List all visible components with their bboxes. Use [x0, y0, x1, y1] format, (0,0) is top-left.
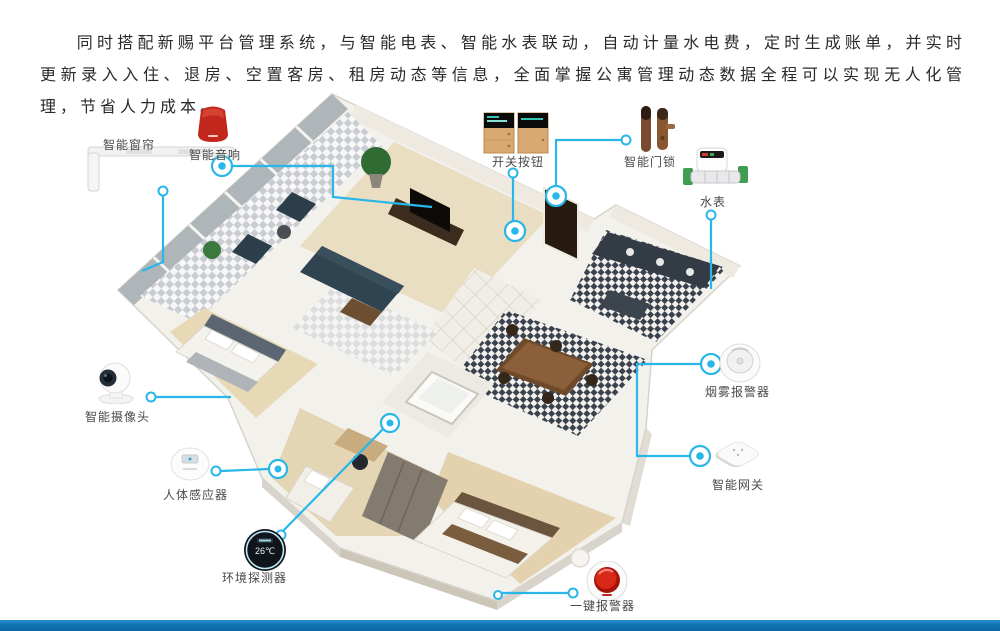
- tv-screen: [410, 188, 450, 232]
- curtain-dot: [157, 185, 169, 197]
- water-meter-icon: [683, 146, 748, 193]
- doorlock-dot: [620, 134, 632, 146]
- body-sensor-icon: [170, 446, 210, 482]
- smart-speaker-icon: [193, 106, 233, 143]
- env-detector-icon: 26℃: [242, 529, 288, 572]
- panic-button-icon: [586, 560, 628, 602]
- plant-icon: [361, 147, 391, 177]
- hallway-floor: [424, 268, 542, 378]
- device-label-watermeter: 水表: [700, 195, 727, 209]
- speaker-line: [233, 164, 433, 209]
- sunroom-floor: [140, 112, 382, 322]
- camera-dot: [145, 391, 157, 403]
- smart-curtain-icon: [86, 145, 236, 193]
- bodysensor-line: [220, 467, 269, 473]
- tv-cabinet: [388, 198, 464, 246]
- wall-band: [349, 105, 594, 232]
- curtain-line: [141, 196, 165, 273]
- alarm-endpoint-dot: [493, 590, 503, 600]
- camera-icon: [92, 361, 140, 405]
- dining-furniture: [496, 324, 598, 404]
- watermeter-dot: [705, 209, 717, 221]
- floor-slab-sides: [262, 428, 652, 610]
- bathroom-tub: [404, 370, 480, 426]
- device-label-curtain: 智能窗帘: [103, 138, 156, 152]
- wardrobe: [362, 452, 448, 544]
- footer-divider-bar: [0, 620, 1000, 631]
- wall-band-kitchen: [609, 205, 740, 278]
- kitchen-furniture: [592, 232, 720, 320]
- bedroom1-bed: [175, 314, 286, 392]
- device-label-smoke: 烟雾报警器: [705, 385, 771, 399]
- plant-icon: [203, 241, 221, 259]
- switch-buttons-icon: [483, 112, 549, 154]
- device-label-doorlock: 智能门锁: [624, 155, 677, 169]
- alarm-dot: [567, 587, 579, 599]
- device-label-envdetector: 环境探测器: [222, 571, 288, 585]
- sunroom-furniture: [203, 147, 391, 264]
- gateway-icon: [710, 434, 766, 476]
- device-label-camera: 智能摄像头: [85, 410, 151, 424]
- doorlock-line: [554, 138, 621, 186]
- balcony-windows: [118, 94, 348, 305]
- device-label-switch: 开关按钮: [492, 155, 545, 169]
- envdetector-line: [282, 428, 384, 532]
- door-lock-icon: [637, 104, 677, 154]
- device-label-bodysensor: 人体感应器: [163, 488, 229, 502]
- device-label-gateway: 智能网关: [712, 478, 765, 492]
- env-detector-display: 26℃: [254, 546, 276, 556]
- smoke-gateway-line: [635, 362, 700, 458]
- intro-paragraph: 同时搭配新赐平台管理系统，与智能电表、智能水表联动，自动计量水电费，定时生成账单…: [40, 35, 966, 116]
- device-label-speaker: 智能音响: [189, 148, 242, 162]
- living-room-furniture: [292, 188, 464, 376]
- target-circles: [210, 154, 723, 480]
- device-label-alarm: 一键报警器: [570, 599, 636, 613]
- switch-dot: [507, 167, 519, 179]
- bodysensor-dot: [210, 465, 222, 477]
- bedroom3-furniture: [413, 492, 590, 579]
- smoke-alarm-icon: [718, 341, 763, 384]
